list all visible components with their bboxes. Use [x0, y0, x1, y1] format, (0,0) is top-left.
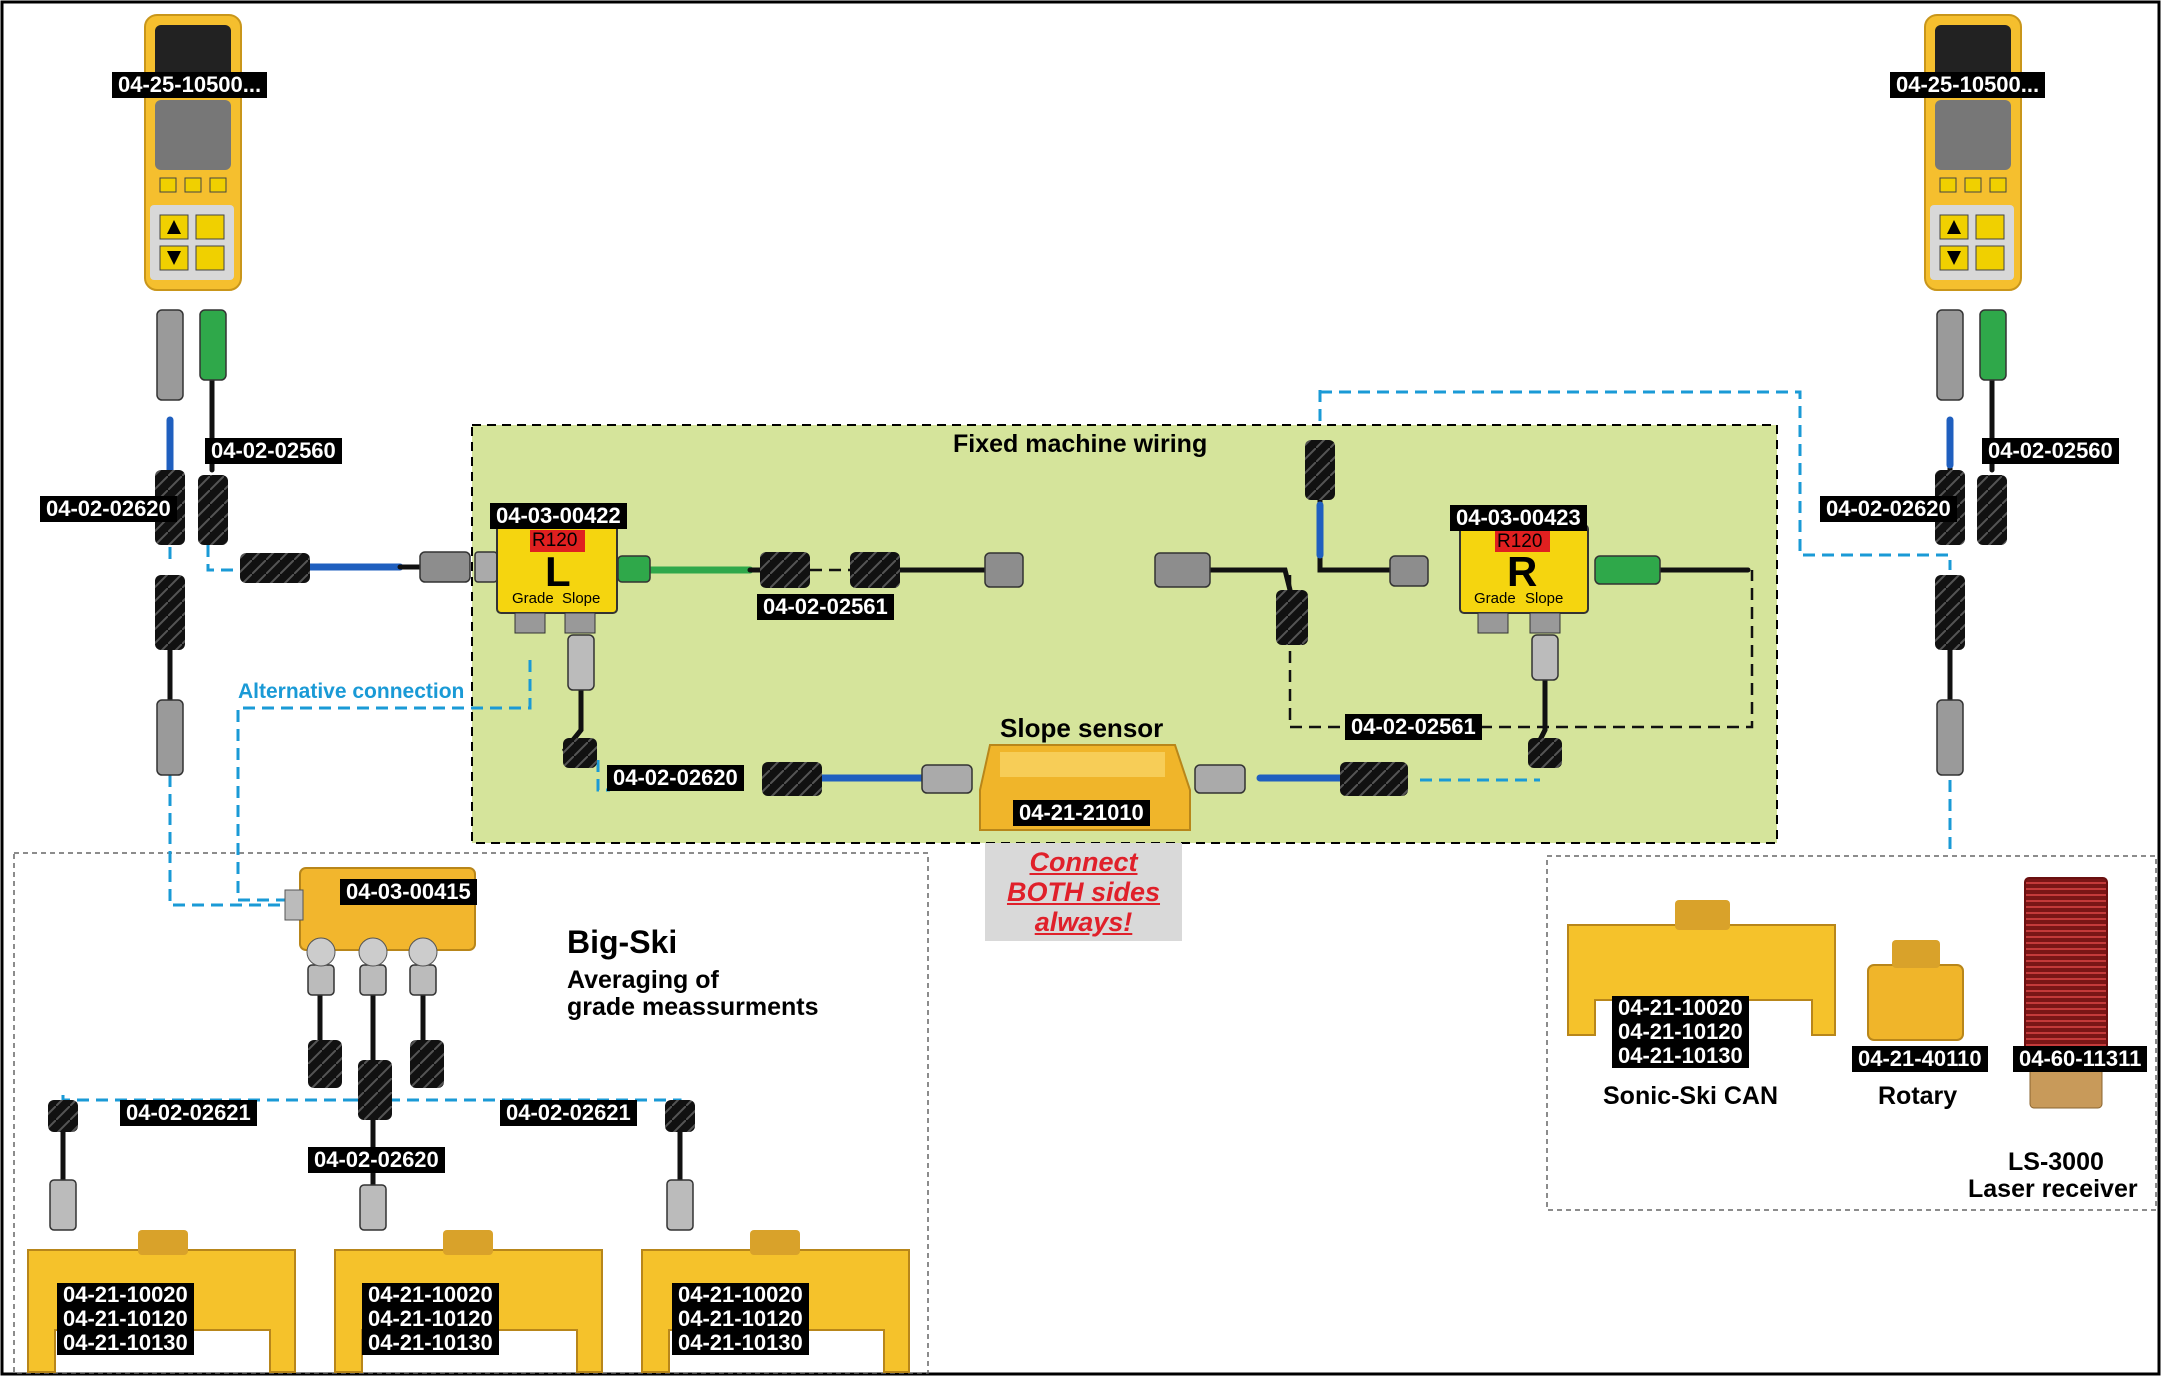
laser-name-1: LS-3000 [2008, 1148, 2104, 1176]
cable-label-bigski-2621-left: 04-02-02621 [120, 1100, 257, 1126]
control-box-right-model: R120 [1497, 531, 1543, 552]
control-box-left-slope: Slope [562, 590, 601, 607]
control-panel-right [1924, 14, 2022, 291]
sonic-ski-parts: 04-21-10020 04-21-10120 04-21-10130 [1612, 996, 1749, 1068]
part-number: 04-21-10120 [368, 1306, 493, 1331]
laser-name-2: Laser receiver [1968, 1175, 2138, 1203]
slope-sensor-title: Slope sensor [1000, 713, 1164, 743]
fixed-wiring-title: Fixed machine wiring [953, 430, 1208, 458]
bigski-sensor-3-parts: 04-21-10020 04-21-10120 04-21-10130 [672, 1283, 809, 1355]
cable-label-bigski-2620: 04-02-02620 [308, 1147, 445, 1173]
control-box-left-side: L [545, 548, 571, 595]
rotary-part: 04-21-40110 [1852, 1046, 1988, 1072]
option-devices [1567, 877, 2108, 1109]
rotary-name: Rotary [1878, 1082, 1958, 1110]
warning-line-3: always! [1034, 907, 1133, 937]
part-number: 04-21-10130 [368, 1330, 493, 1355]
part-number: 04-21-10120 [1618, 1019, 1743, 1044]
part-number: 04-21-10020 [678, 1282, 803, 1307]
part-number: 04-21-10020 [1618, 995, 1743, 1020]
panel-left-part-label: 04-25-10500... [112, 72, 268, 98]
part-number: 04-21-10120 [678, 1306, 803, 1331]
control-box-left [496, 524, 618, 634]
bigski-sensor-2-parts: 04-21-10020 04-21-10120 04-21-10130 [362, 1283, 499, 1355]
control-box-right-side: R [1507, 548, 1538, 595]
bigski-sensor-1-parts: 04-21-10020 04-21-10120 04-21-10130 [57, 1283, 194, 1355]
bigski-region [13, 852, 929, 1374]
control-panel-left [144, 14, 242, 291]
connectors [49, 309, 2007, 1231]
bigski-title: Big-Ski [567, 924, 678, 960]
cable-label-bigski-2621-right: 04-02-02621 [500, 1100, 637, 1126]
cable-label-mid-2561-right: 04-02-02561 [1345, 714, 1482, 740]
cable-label-right-2560: 04-02-02560 [1982, 438, 2119, 464]
control-box-right-grade: Grade [1474, 590, 1516, 607]
laser-part: 04-60-11311 [2013, 1046, 2148, 1072]
warning-line-2: BOTH sides [1006, 877, 1161, 907]
black-dashed-connections [810, 568, 1754, 729]
control-box-left-grade: Grade [512, 590, 554, 607]
cable-label-left-2560: 04-02-02560 [205, 438, 342, 464]
alternative-connection-label: Alternative connection [238, 680, 465, 703]
part-number: 04-21-10130 [1618, 1043, 1743, 1068]
part-number: 04-21-10130 [63, 1330, 188, 1355]
cable-label-left-2620: 04-02-02620 [40, 496, 177, 522]
part-number: 04-21-10020 [368, 1282, 493, 1307]
options-region [1546, 855, 2157, 1211]
part-number: 04-21-10120 [63, 1306, 188, 1331]
bigski-desc-1: Averaging of [567, 966, 719, 994]
panel-right-part-label: 04-25-10500... [1890, 72, 2046, 98]
control-box-right [1459, 524, 1589, 634]
cable-label-right-2620: 04-02-02620 [1820, 496, 1957, 522]
control-box-left-model: R120 [532, 530, 578, 551]
cable-label-mid-2561-left: 04-02-02561 [757, 594, 894, 620]
control-box-left-part: 04-03-00422 [490, 503, 627, 529]
sonic-ski-name: Sonic-Ski CAN [1603, 1082, 1779, 1110]
part-number: 04-21-10130 [678, 1330, 803, 1355]
cable-label-slope-2620: 04-02-02620 [607, 765, 744, 791]
slope-sensor-part: 04-21-21010 [1013, 800, 1150, 826]
bigski-junction-part: 04-03-00415 [340, 879, 477, 905]
connect-both-warning: Connect BOTH sides always! [985, 843, 1182, 941]
bigski-desc-2: grade meassurments [567, 993, 819, 1021]
part-number: 04-21-10020 [63, 1282, 188, 1307]
control-box-right-slope: Slope [1525, 590, 1564, 607]
warning-line-1: Connect [1029, 847, 1138, 877]
control-box-right-part: 04-03-00423 [1450, 505, 1587, 531]
